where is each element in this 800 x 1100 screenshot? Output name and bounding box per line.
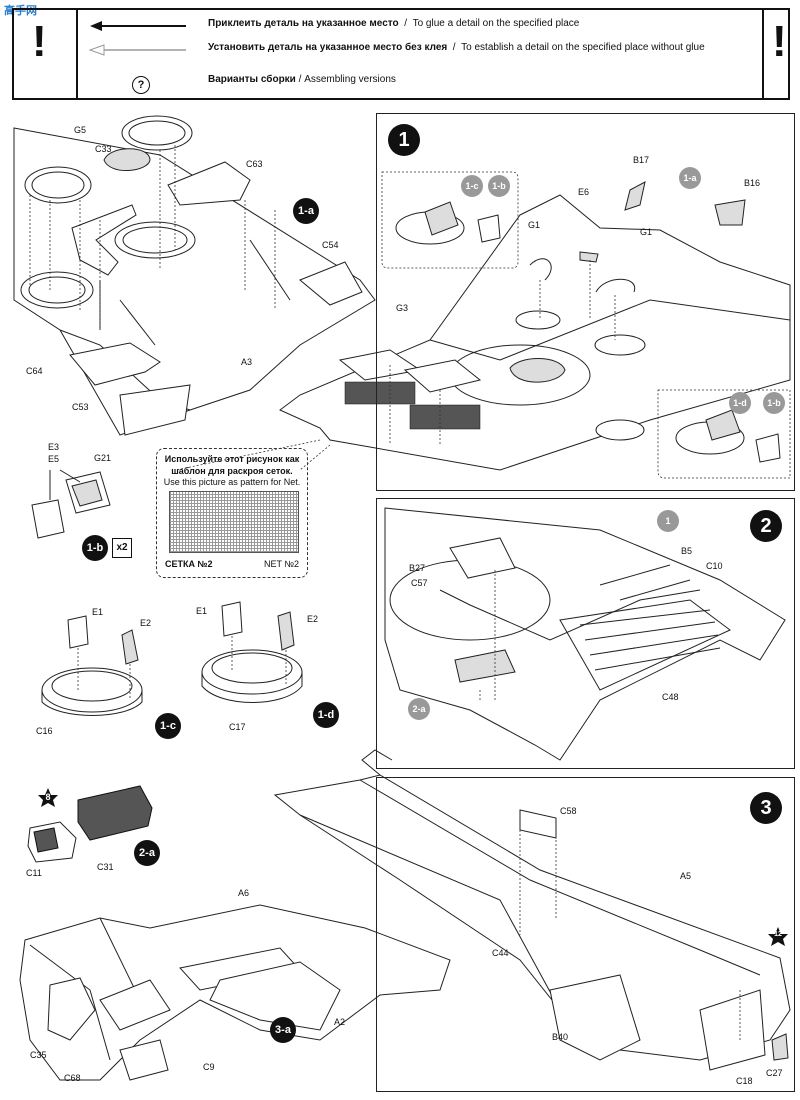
warning-left-icon: !: [32, 17, 47, 66]
badge-1d: 1-d: [313, 702, 339, 728]
part-label: A6: [238, 888, 250, 898]
part-label: E2: [140, 618, 152, 628]
net-label-ru: СЕТКА №2: [165, 559, 213, 569]
subassembly-3a: [19, 904, 451, 1081]
part-label: C64: [26, 366, 43, 376]
step2-panel: [376, 498, 795, 769]
part-label: B40: [552, 1032, 569, 1042]
part-label: G5: [74, 125, 87, 135]
ref-badge-1b-2: 1-b: [763, 392, 785, 414]
part-label: C58: [560, 806, 577, 816]
badge-1b: 1-b: [82, 535, 108, 561]
part-label: C53: [72, 402, 89, 412]
part-label: B17: [633, 155, 650, 165]
part-label: C44: [492, 948, 509, 958]
badge-1a: 1-a: [293, 198, 319, 224]
quantity-x2: x2: [112, 538, 132, 558]
ref-badge-1: 1: [657, 510, 679, 532]
star-8-label: 8: [45, 792, 51, 802]
part-label: G1: [528, 220, 541, 230]
part-label: C16: [36, 726, 53, 736]
badge-1c: 1-c: [155, 713, 181, 739]
parts-2a: [27, 785, 153, 863]
star-12-label: 12: [774, 931, 782, 938]
badge-3a: 3-a: [270, 1017, 296, 1043]
part-label: C33: [95, 144, 112, 154]
step-number-1: 1: [388, 124, 420, 156]
question-icon: ?: [132, 76, 150, 94]
part-label: G3: [396, 303, 409, 313]
ref-badge-1b: 1-b: [488, 175, 510, 197]
net-instruction-ru: Используйте этот рисунок как шаблон для …: [164, 454, 300, 476]
step1-panel: [376, 113, 795, 491]
net-template: Используйте этот рисунок как шаблон для …: [156, 448, 308, 578]
part-label: C18: [736, 1076, 753, 1086]
part-label: C48: [662, 692, 679, 702]
ref-badge-1a: 1-a: [679, 167, 701, 189]
part-label: A3: [241, 357, 253, 367]
part-label: E6: [578, 187, 590, 197]
part-label: C9: [203, 1062, 215, 1072]
part-label: C54: [322, 240, 339, 250]
divider: [762, 10, 764, 98]
part-label: C57: [411, 578, 428, 588]
parts-1b: [31, 469, 111, 539]
part-label: C35: [30, 1050, 47, 1060]
divider: [76, 10, 78, 98]
net-label-en: NET №2: [264, 559, 299, 569]
net-pattern: [169, 491, 299, 553]
part-label: C27: [766, 1068, 783, 1078]
step3-drawing: [273, 749, 791, 1071]
step3-panel: [376, 777, 795, 1092]
part-label: C17: [229, 722, 246, 732]
part-label: G1: [640, 227, 653, 237]
part-label: C11: [26, 868, 42, 878]
part-label: C63: [246, 159, 263, 169]
part-label: B5: [681, 546, 693, 556]
ref-badge-2a: 2-a: [408, 698, 430, 720]
part-label: E2: [307, 614, 319, 624]
part-label: E1: [196, 606, 208, 616]
part-label: E5: [48, 454, 60, 464]
ring-1c: [41, 615, 143, 716]
part-label: B27: [409, 563, 426, 573]
net-instruction-en: Use this picture as pattern for Net.: [163, 477, 301, 487]
ref-badge-1c: 1-c: [461, 175, 483, 197]
part-label: C10: [706, 561, 723, 571]
part-label: E1: [92, 607, 104, 617]
part-label: A5: [680, 871, 692, 881]
part-label: B16: [744, 178, 761, 188]
hull-top-1a: [13, 115, 376, 436]
part-label: C31: [97, 862, 114, 872]
ref-badge-1d: 1-d: [729, 392, 751, 414]
badge-2a: 2-a: [134, 840, 160, 866]
step-number-3: 3: [750, 792, 782, 824]
step1-drawing: [175, 171, 791, 479]
step2-drawing: [384, 507, 786, 761]
legend-arrows: [88, 21, 186, 56]
part-label: C68: [64, 1073, 81, 1083]
part-label: A2: [334, 1017, 346, 1027]
ring-1d: [201, 601, 303, 703]
warning-right-icon: !: [772, 17, 787, 66]
part-label: E3: [48, 442, 60, 452]
step-number-2: 2: [750, 510, 782, 542]
legend-box: ! ! Приклеить деталь на указанное место …: [12, 8, 790, 100]
legend-glue: Приклеить деталь на указанное место / To…: [208, 18, 580, 29]
part-label: G21: [94, 453, 112, 463]
legend-versions: Варианты сборки / Assembling versions: [208, 74, 396, 85]
legend-noglue: Установить деталь на указанное место без…: [208, 42, 705, 53]
